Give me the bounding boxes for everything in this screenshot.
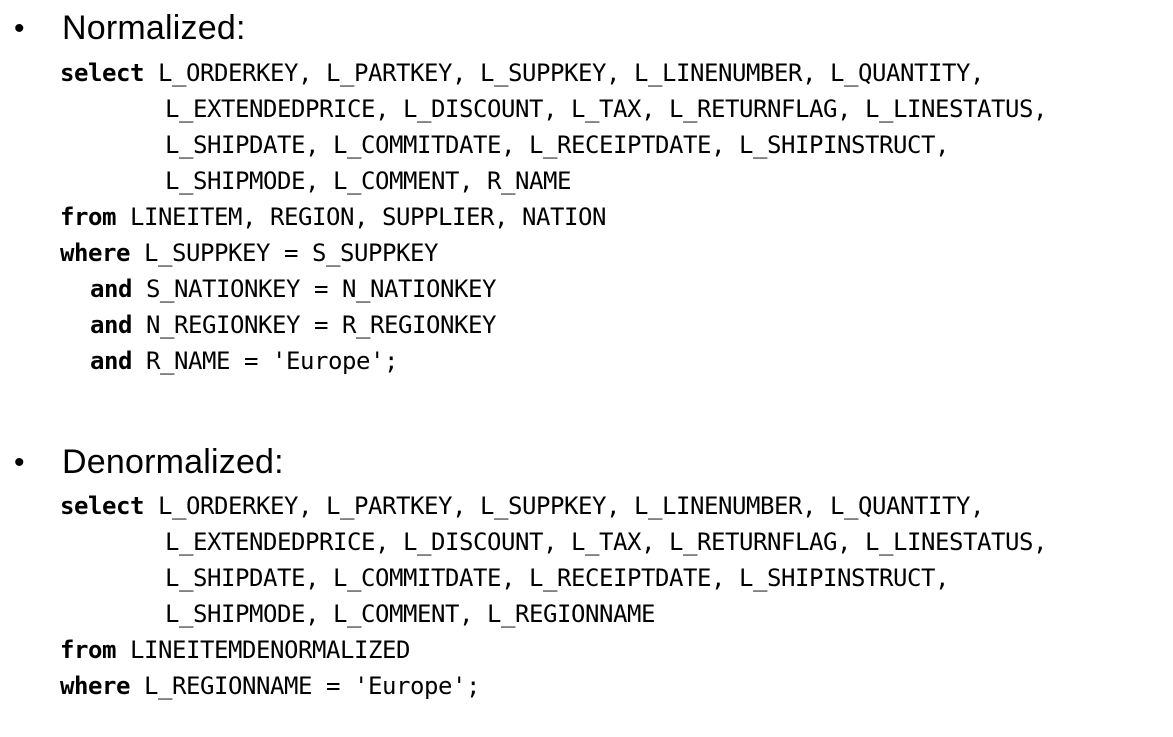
code-text: R_NAME = 'Europe'; <box>132 347 398 375</box>
heading-normalized: Normalized: <box>62 9 246 47</box>
code-text: LINEITEM, REGION, SUPPLIER, NATION <box>116 203 606 231</box>
keyword-and: and <box>90 347 132 375</box>
code-text: L_SHIPMODE, L_COMMENT, L_REGIONNAME <box>165 600 655 628</box>
bullet-denormalized: • <box>14 446 25 479</box>
keyword-from: from <box>60 636 116 664</box>
code-text: L_ORDERKEY, L_PARTKEY, L_SUPPKEY, L_LINE… <box>144 59 984 87</box>
denormalized-line-where: where L_REGIONNAME = 'Europe'; <box>60 668 480 704</box>
keyword-select: select <box>60 59 144 87</box>
normalized-line-columns-3: L_SHIPDATE, L_COMMITDATE, L_RECEIPTDATE,… <box>165 127 949 163</box>
keyword-select: select <box>60 492 144 520</box>
denormalized-line-from: from LINEITEMDENORMALIZED <box>60 632 410 668</box>
keyword-from: from <box>60 203 116 231</box>
heading-denormalized: Denormalized: <box>62 443 284 481</box>
bullet-normalized: • <box>14 12 25 45</box>
normalized-line-and-2: and N_REGIONKEY = R_REGIONKEY <box>90 307 496 343</box>
keyword-and: and <box>90 275 132 303</box>
code-text: L_SHIPMODE, L_COMMENT, R_NAME <box>165 167 571 195</box>
normalized-line-and-3: and R_NAME = 'Europe'; <box>90 343 398 379</box>
code-text: N_REGIONKEY = R_REGIONKEY <box>132 311 496 339</box>
keyword-where: where <box>60 672 130 700</box>
normalized-line-from: from LINEITEM, REGION, SUPPLIER, NATION <box>60 199 606 235</box>
code-text: L_EXTENDEDPRICE, L_DISCOUNT, L_TAX, L_RE… <box>165 528 1047 556</box>
denormalized-line-columns-4: L_SHIPMODE, L_COMMENT, L_REGIONNAME <box>165 596 655 632</box>
normalized-line-where: where L_SUPPKEY = S_SUPPKEY <box>60 235 438 271</box>
denormalized-line-select: select L_ORDERKEY, L_PARTKEY, L_SUPPKEY,… <box>60 488 984 524</box>
code-text: L_ORDERKEY, L_PARTKEY, L_SUPPKEY, L_LINE… <box>144 492 984 520</box>
code-text: L_EXTENDEDPRICE, L_DISCOUNT, L_TAX, L_RE… <box>165 95 1047 123</box>
normalized-line-select: select L_ORDERKEY, L_PARTKEY, L_SUPPKEY,… <box>60 55 984 91</box>
normalized-line-columns-4: L_SHIPMODE, L_COMMENT, R_NAME <box>165 163 571 199</box>
code-text: S_NATIONKEY = N_NATIONKEY <box>132 275 496 303</box>
denormalized-line-columns-2: L_EXTENDEDPRICE, L_DISCOUNT, L_TAX, L_RE… <box>165 524 1047 560</box>
code-text: L_SUPPKEY = S_SUPPKEY <box>130 239 438 267</box>
code-text: L_SHIPDATE, L_COMMITDATE, L_RECEIPTDATE,… <box>165 131 949 159</box>
keyword-where: where <box>60 239 130 267</box>
keyword-and: and <box>90 311 132 339</box>
code-text: LINEITEMDENORMALIZED <box>116 636 410 664</box>
denormalized-line-columns-3: L_SHIPDATE, L_COMMITDATE, L_RECEIPTDATE,… <box>165 560 949 596</box>
code-text: L_SHIPDATE, L_COMMITDATE, L_RECEIPTDATE,… <box>165 564 949 592</box>
normalized-line-columns-2: L_EXTENDEDPRICE, L_DISCOUNT, L_TAX, L_RE… <box>165 91 1047 127</box>
code-text: L_REGIONNAME = 'Europe'; <box>130 672 480 700</box>
normalized-line-and-1: and S_NATIONKEY = N_NATIONKEY <box>90 271 496 307</box>
